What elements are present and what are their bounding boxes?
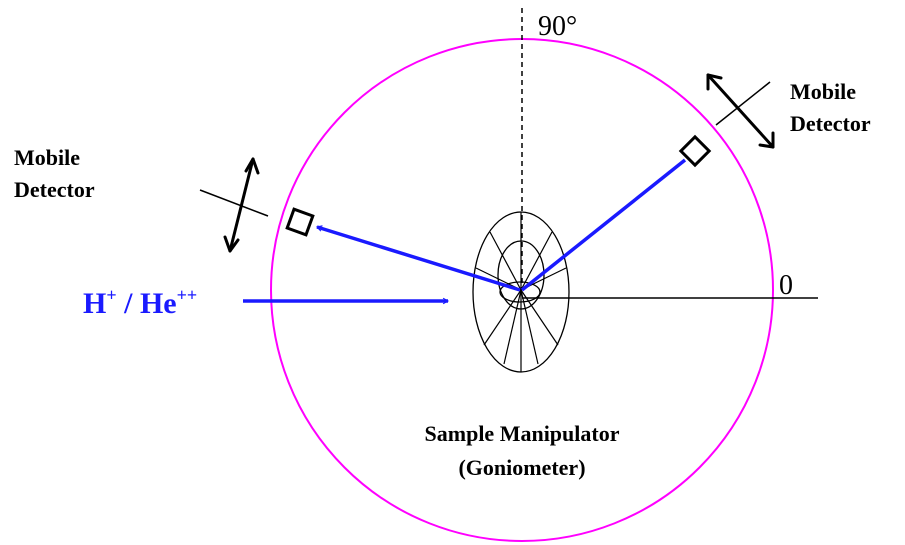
detector-right-line2: Detector <box>790 111 871 136</box>
beam-h-charge: + <box>106 285 117 305</box>
ion-beam-label: H+ / He++ <box>83 285 198 321</box>
right-detector-square <box>678 134 712 168</box>
left-detector-tick <box>199 189 269 217</box>
angle-0-label: 0 <box>779 270 793 301</box>
goniometer-spokes <box>475 212 567 372</box>
sample-manipulator-label: Sample Manipulator (Goniometer) <box>392 417 652 485</box>
detector-right-line1: Mobile <box>790 79 856 104</box>
angle-90-label: 90° <box>538 11 578 42</box>
beam-he: He <box>139 287 177 320</box>
beam-h: H <box>83 287 107 320</box>
scattered-beam-right <box>520 158 687 292</box>
detector-left-line1: Mobile <box>14 145 80 170</box>
beam-he-charge: ++ <box>176 285 198 305</box>
mobile-detector-right-label: Mobile Detector <box>790 76 871 140</box>
right-detector-motion-arrow <box>706 73 775 149</box>
sample-label-line1: Sample Manipulator <box>424 421 620 446</box>
detector-left-line2: Detector <box>14 177 95 202</box>
left-detector-square <box>285 207 315 237</box>
goniometer-hub <box>499 281 541 303</box>
left-detector-motion-arrow <box>223 157 260 253</box>
scattered-beam-left-arrow <box>315 225 521 292</box>
beam-separator: / <box>116 287 140 320</box>
right-detector-tick <box>715 81 771 126</box>
mobile-detector-left-label: Mobile Detector <box>14 142 95 206</box>
sample-label-line2: (Goniometer) <box>458 455 586 480</box>
